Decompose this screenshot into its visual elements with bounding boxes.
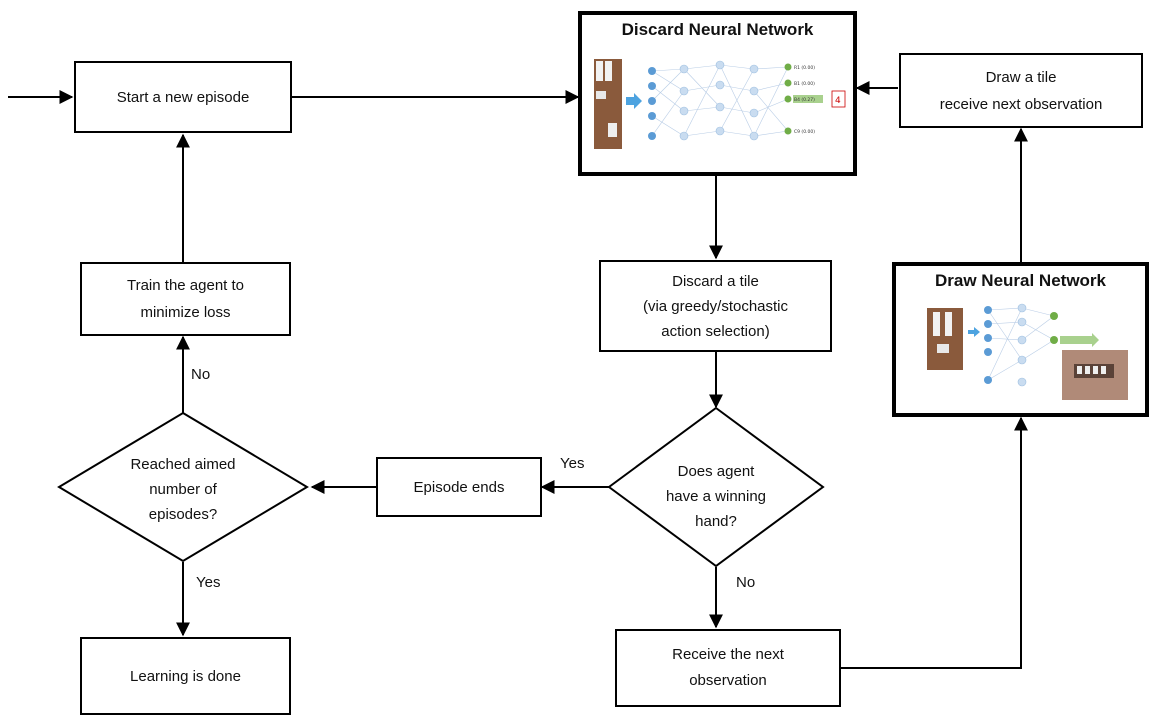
- train-agent-line-2: minimize loss: [140, 304, 231, 321]
- draw-selected-output-bar: [1060, 333, 1099, 347]
- draw-nn-title: Draw Neural Network: [935, 271, 1106, 290]
- draw-tile-box: Draw a tile receive next observation: [899, 53, 1143, 128]
- no-train-label: No: [191, 366, 211, 383]
- discard-nn-box: Discard Neural Network: [578, 11, 857, 176]
- reached-aimed-line-2: number of: [149, 481, 217, 498]
- discard-tile-line-2: (via greedy/stochastic: [642, 297, 789, 315]
- reached-aimed-line-3: episodes?: [148, 506, 218, 523]
- discard-output-label-1: R1 (0.00): [794, 65, 815, 71]
- draw-nn-illustration: [927, 303, 1128, 400]
- discard-result-label: 4: [835, 96, 841, 106]
- receive-next-line-2: observation: [689, 672, 767, 689]
- train-agent-line-1: Train the agent to: [127, 272, 244, 299]
- discard-tile-line-1: Discard a tile: [672, 272, 759, 290]
- winning-hand-diamond: [607, 406, 825, 568]
- train-agent-text-b: to: [231, 277, 245, 294]
- winning-hand-line-2: have a winning: [665, 488, 767, 505]
- draw-nn-box: Draw Neural Network: [892, 262, 1149, 417]
- draw-tile-line-2: receive next observation: [939, 95, 1103, 113]
- receive-to-draw-nn-arrow: [841, 416, 1028, 669]
- yes-learning-label: Yes: [196, 574, 221, 591]
- yes-episode-label: Yes: [560, 455, 585, 472]
- receive-next-box: Receive the next observation: [615, 629, 841, 707]
- winning-hand-text: Does agent have a winning hand?: [641, 459, 791, 534]
- discard-output-label-3: B4 (0.27): [794, 97, 815, 103]
- train-agent-text-a: Train the agent: [126, 277, 228, 294]
- draw-input-arrow-icon: [968, 327, 980, 337]
- start-episode-text: Start a new episode: [116, 88, 250, 106]
- discard-result-tile: [831, 90, 846, 108]
- winning-hand-line-3: hand?: [695, 513, 737, 530]
- learning-done-box: Learning is done: [80, 637, 291, 715]
- discard-output-label-2: B1 (0.00): [794, 81, 815, 87]
- start-episode-box: Start a new episode: [74, 61, 292, 133]
- discard-nn-illustration: R1 (0.00) B1 (0.00) B4 (0.27) C9 (0.00) …: [594, 59, 846, 149]
- learning-done-text: Learning is done: [130, 667, 241, 685]
- episode-ends-box: Episode ends: [376, 457, 542, 517]
- draw-tile-line-1: Draw a tile: [985, 68, 1057, 86]
- winning-hand-line-1: Does agent: [677, 463, 755, 480]
- discard-input-arrow-icon: [626, 93, 642, 109]
- discard-selected-output-bar: [793, 95, 823, 103]
- no-receive-label: No: [736, 574, 756, 591]
- reached-aimed-line-1: Reached aimed: [130, 456, 236, 473]
- discard-nn-title: Discard Neural Network: [621, 20, 814, 39]
- reached-aimed-text: Reached aimed number of episodes?: [103, 452, 263, 527]
- discard-tile-box: Discard a tile (via greedy/stochastic ac…: [599, 260, 832, 352]
- train-agent-box: Train the agent to minimize loss: [80, 262, 291, 336]
- discard-output-label-4: C9 (0.00): [794, 129, 815, 135]
- discard-tile-line-3: action selection): [661, 322, 770, 340]
- reached-aimed-diamond: [57, 411, 309, 563]
- receive-next-line-1: Receive the next: [672, 646, 784, 663]
- episode-ends-text: Episode ends: [413, 478, 505, 496]
